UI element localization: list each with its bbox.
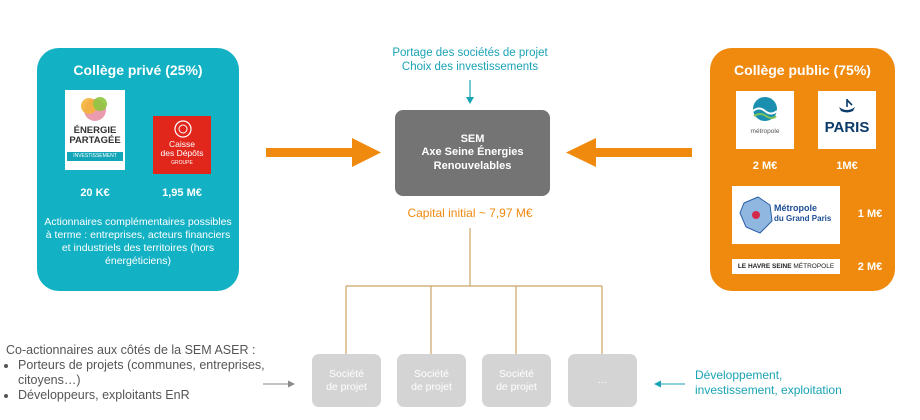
rouen-wave-icon (752, 97, 778, 121)
college-public-title: Collège public (75%) (734, 62, 871, 78)
sem-line-1: SEM (460, 132, 485, 145)
paris-text: PARIS (824, 119, 870, 136)
sem-line-2: Axe Seine Énergies (421, 146, 524, 159)
societe-box-more: … (568, 354, 637, 407)
amount-caisse: 1,95 M€ (162, 187, 202, 199)
developpement-line-1: Développement, (695, 368, 783, 382)
societe-box: Société de projet (397, 354, 466, 407)
developpement-text: Développement, investissement, exploitat… (695, 368, 895, 398)
energie-text-3: INVESTISSEMENT (67, 152, 123, 161)
caisse-emblem-icon (174, 120, 192, 138)
havre-text-bold: LE HAVRE SEINE (737, 263, 792, 270)
amount-havre: 2 M€ (857, 261, 883, 273)
coactionnaires-item: Développeurs, exploitants EnR (18, 388, 306, 403)
grand-paris-text-2: du Grand Paris (774, 214, 832, 223)
caisse-text-1: Caisse (169, 139, 195, 149)
societe-line-1: Société (498, 367, 535, 380)
developpement-line-2: investissement, exploitation (695, 383, 842, 397)
metropole-rouen-logo: métropole (736, 91, 794, 149)
prive-note: Actionnaires complémentaires possibles à… (44, 216, 232, 267)
energie-flower-icon (81, 97, 107, 121)
societe-line-2: de projet (411, 380, 452, 393)
tree-lines (345, 228, 603, 354)
societe-line-2: de projet (326, 380, 367, 393)
rouen-text: métropole (750, 128, 780, 135)
caisse-depots-logo: Caisse des Dépôts GROUPE (153, 116, 211, 174)
paris-ship-icon (839, 99, 855, 113)
college-prive-panel: Collège privé (25%) ÉNERGIE PARTAGÉE INV… (37, 48, 239, 291)
portage-line-2: Choix des investissements (401, 61, 539, 73)
grand-paris-text-1: Métropole (774, 203, 818, 213)
paris-logo: PARIS (818, 91, 876, 149)
amount-energie: 20 K€ (80, 187, 110, 199)
le-havre-logo: LE HAVRE SEINE MÉTROPOLE (732, 259, 840, 274)
caisse-text-3: GROUPE (171, 160, 193, 166)
devel-arrow (654, 380, 685, 388)
grand-paris-map-icon (739, 196, 773, 234)
societe-more-label: … (597, 374, 608, 386)
sem-line-3: Renouvelables (433, 159, 512, 172)
societe-line-1: Société (328, 367, 365, 380)
societe-line-1: Société (413, 367, 450, 380)
college-prive-title: Collège privé (25%) (73, 62, 203, 78)
coactionnaires-list: Porteurs de projets (communes, entrepris… (6, 358, 306, 403)
caisse-text-2: des Dépôts (160, 148, 204, 158)
left-orange-arrow (266, 138, 381, 167)
college-public-panel: Collège public (75%) métropole PARIS 2 M… (710, 48, 895, 291)
sem-box: SEM Axe Seine Énergies Renouvelables (395, 110, 550, 196)
right-orange-arrow (566, 138, 692, 167)
energie-partagee-logo: ÉNERGIE PARTAGÉE INVESTISSEMENT (65, 90, 125, 170)
havre-text-light: MÉTROPOLE (793, 263, 835, 270)
coactionnaires-item: Porteurs de projets (communes, entrepris… (18, 358, 306, 388)
coactionnaires-text: Co-actionnaires aux côtés de la SEM ASER… (6, 343, 306, 403)
coact-arrow (263, 380, 295, 388)
grand-paris-logo: Métropole du Grand Paris (732, 186, 840, 244)
amount-paris: 1M€ (836, 160, 858, 172)
amount-grand-paris: 1 M€ (857, 208, 883, 220)
portage-text: Portage des sociétés de projet Choix des… (340, 46, 600, 74)
energie-text-2: PARTAGÉE (69, 135, 121, 146)
societe-line-2: de projet (496, 380, 537, 393)
energie-text-1: ÉNERGIE (73, 125, 117, 136)
portage-line-1: Portage des sociétés de projet (392, 47, 548, 59)
societe-box: Société de projet (482, 354, 551, 407)
capital-initial: Capital initial ~ 7,97 M€ (407, 206, 533, 220)
societe-box: Société de projet (312, 354, 381, 407)
coactionnaires-heading: Co-actionnaires aux côtés de la SEM ASER… (6, 343, 256, 357)
portage-arrow-head (466, 97, 474, 104)
amount-rouen: 2 M€ (752, 160, 778, 172)
